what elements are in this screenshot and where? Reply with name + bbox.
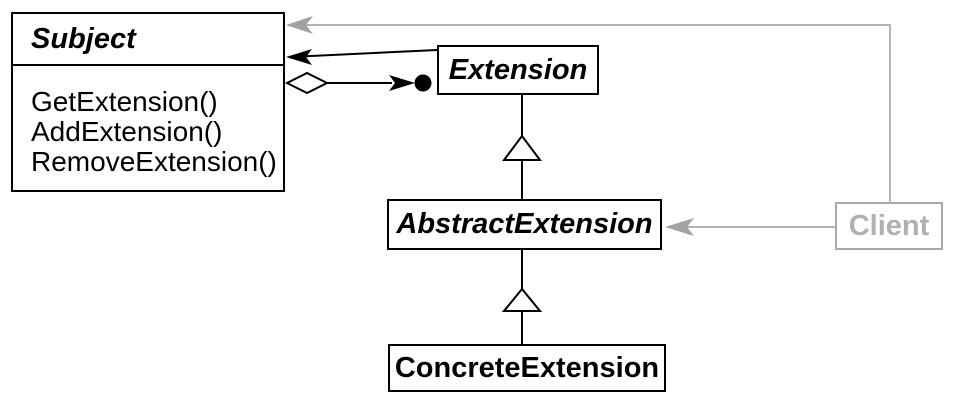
- class-name-concrete-extension: ConcreteExtension: [394, 351, 660, 384]
- class-name-client: Client: [848, 209, 930, 242]
- many-multiplicity-circle: [414, 74, 432, 92]
- class-box-extension: Extension: [437, 45, 599, 95]
- subject-methods-compartment: GetExtension() AddExtension() RemoveExte…: [13, 66, 283, 177]
- open-diamond: [284, 71, 330, 95]
- class-name-abstract-extension: AbstractExtension: [396, 208, 653, 240]
- gray-arrowhead-at-subject: [286, 16, 313, 34]
- association-extension-to-subject: [286, 49, 438, 65]
- association-client-to-abstract-extension: [665, 218, 836, 236]
- class-box-concrete-extension: ConcreteExtension: [388, 344, 666, 392]
- gray-arrowhead-at-abstract-extension: [665, 218, 694, 236]
- class-name-subject: Subject: [13, 14, 283, 66]
- hollow-triangle-upper: [502, 134, 542, 161]
- class-name-extension: Extension: [448, 53, 588, 86]
- black-arrowhead-at-subject: [286, 49, 312, 65]
- method-remove-extension: RemoveExtension(): [31, 146, 277, 177]
- method-get-extension: GetExtension(): [31, 86, 218, 117]
- method-add-extension: AddExtension(): [31, 116, 223, 147]
- black-arrowhead-at-extension: [389, 75, 415, 91]
- class-box-subject: Subject GetExtension() AddExtension() Re…: [11, 12, 285, 192]
- class-box-abstract-extension: AbstractExtension: [387, 199, 662, 250]
- hollow-triangle-lower: [501, 287, 543, 312]
- aggregation-subject-to-extension: [284, 71, 432, 95]
- generalization-concrete-extension-to-abstract-extension: [501, 250, 543, 345]
- association-client-to-subject: [286, 16, 891, 202]
- class-box-client: Client: [835, 202, 943, 250]
- generalization-abstract-extension-to-extension: [502, 95, 542, 200]
